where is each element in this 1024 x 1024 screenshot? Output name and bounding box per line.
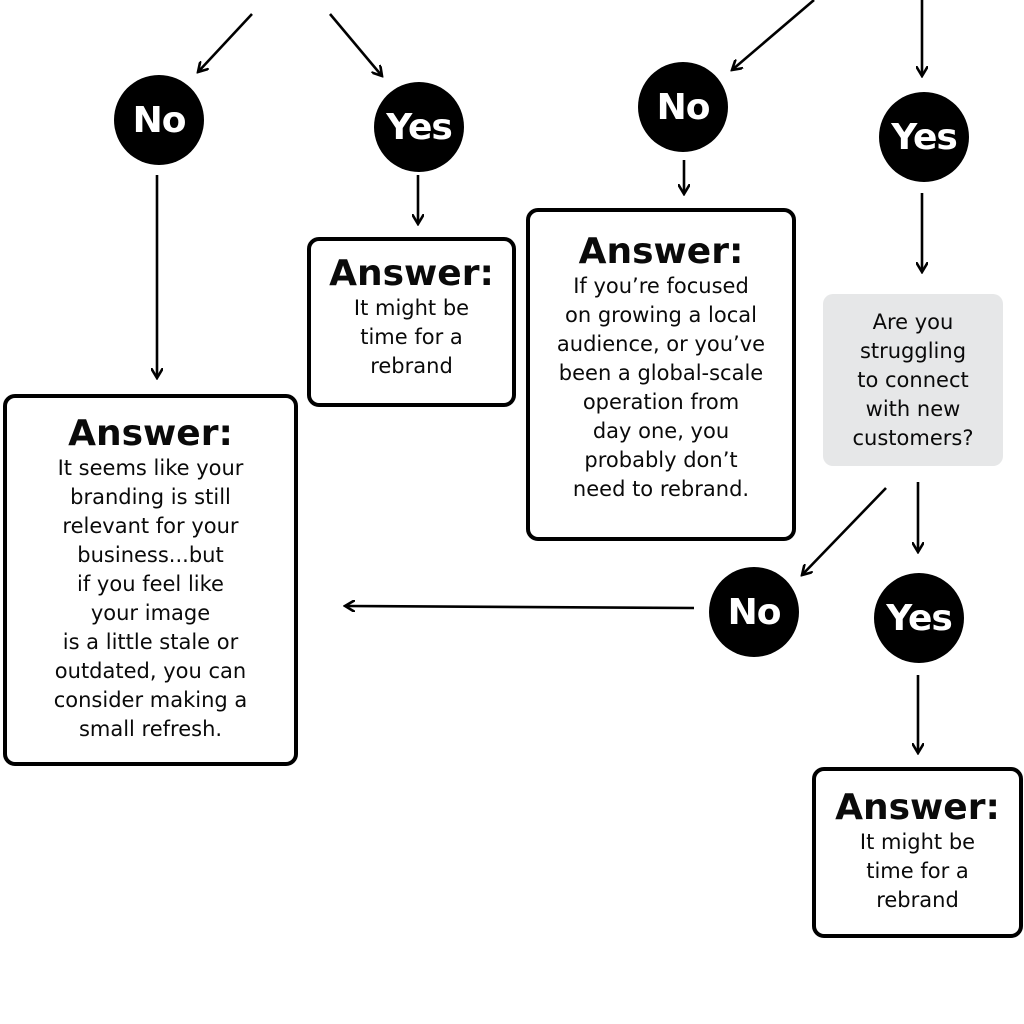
decision-no-top-right: No (638, 62, 728, 152)
arrow-to-top-left-yes (329, 13, 382, 76)
arrow-question-to-no (802, 487, 887, 575)
answer-title: Answer: (835, 787, 1000, 828)
arrow-to-top-left-no (198, 13, 253, 72)
answer-text: If you’re focused on growing a local aud… (556, 274, 766, 501)
decision-yes-top-right: Yes (879, 92, 969, 182)
answer-title: Answer: (578, 231, 744, 272)
answer-title: Answer: (68, 413, 233, 454)
answer-text: It might be time for a rebrand (859, 830, 976, 912)
arrow-to-top-right-no (732, 0, 815, 70)
answer-text: It seems like your branding is still rel… (53, 456, 248, 741)
decision-no-bottom: No (709, 567, 799, 657)
arrow-bottom-no-to-left-answer (345, 606, 695, 608)
answer-title: Answer: (329, 253, 494, 294)
answer-box-left: Answer: It seems like your branding is s… (3, 394, 298, 766)
decision-yes-top-left: Yes (374, 82, 464, 172)
answer-box-top-center: Answer: It might be time for a rebrand (307, 237, 516, 407)
question-connect-customers: Are you struggling to connect with new c… (823, 294, 1003, 466)
answer-box-top-right: Answer: If you’re focused on growing a l… (526, 208, 796, 541)
answer-text: It might be time for a rebrand (353, 296, 470, 378)
answer-box-bottom-right: Answer: It might be time for a rebrand (812, 767, 1023, 938)
decision-no-top-left: No (114, 75, 204, 165)
decision-yes-bottom: Yes (874, 573, 964, 663)
